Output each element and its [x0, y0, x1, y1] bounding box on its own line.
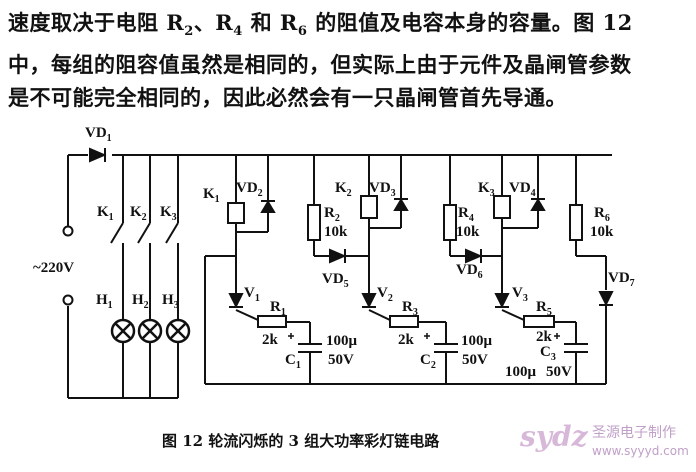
- resistor-r4: [443, 204, 457, 241]
- label-r1-value: 2k: [262, 332, 279, 348]
- ac-terminal: [62, 225, 74, 237]
- label-r3-value: 2k: [398, 332, 415, 348]
- label-vd1: VD1: [85, 125, 112, 144]
- label-r4-value: 10k: [456, 224, 480, 240]
- label-r5-value: 2k: [536, 329, 553, 345]
- label-r3: R3: [402, 299, 418, 318]
- label-relay-k1: K1: [203, 186, 220, 205]
- label-r6: R6: [594, 205, 610, 224]
- label-k3: K3: [160, 204, 177, 223]
- label-r6-value: 10k: [590, 224, 614, 240]
- lamp-h2: [137, 318, 163, 344]
- diode-vd1: [89, 147, 107, 163]
- label-c3-voltage: 50V: [546, 364, 572, 380]
- label-v1: V1: [244, 285, 260, 304]
- label-c1-value: 100μ: [326, 333, 358, 349]
- diode-vd3: [393, 198, 409, 211]
- resistor-r3: [389, 315, 419, 328]
- label-c2-voltage: 50V: [462, 352, 488, 368]
- ac-terminal: [62, 294, 74, 306]
- diode-vd5: [329, 248, 347, 264]
- label-v2: V2: [377, 285, 393, 304]
- label-relay-k2: K2: [335, 180, 352, 199]
- diode-vd2: [260, 200, 276, 213]
- label-vd4: VD4: [509, 180, 536, 199]
- paragraph-line-2: 中，每组的阻容值虽然是相同的，但实际上由于元件及晶闸管参数: [8, 52, 632, 78]
- label-r2: R2: [324, 205, 340, 224]
- label-vd6: VD6: [456, 262, 483, 281]
- label-vd3: VD3: [369, 180, 396, 199]
- resistor-r1: [257, 315, 287, 328]
- thyristor-v1: [228, 293, 244, 309]
- thyristor-v3: [494, 293, 510, 309]
- label-relay-k3: K3: [478, 180, 495, 199]
- label-ac-voltage: ~220V: [33, 260, 74, 276]
- resistor-r5: [523, 315, 555, 328]
- capacitor-polarity: [288, 333, 560, 339]
- label-c1: C1: [285, 352, 301, 371]
- label-v3: V3: [512, 285, 528, 304]
- paragraph-line-1: 速度取决于电阻 R2、R4 和 R6 的阻值及电容本身的容量。图 12: [8, 6, 692, 48]
- body-paragraph: 速度取决于电阻 R2、R4 和 R6 的阻值及电容本身的容量。图 12 中，每组…: [8, 6, 692, 114]
- relay-coil-k3: [493, 195, 511, 219]
- label-vd7: VD7: [608, 270, 635, 289]
- relay-coil-k2: [360, 195, 378, 219]
- relay-coil-k1: [227, 202, 245, 224]
- watermark: sydz 圣源电子制作 www.syyyd.com: [510, 414, 694, 470]
- resistor-r6: [569, 204, 583, 241]
- watermark-logo: sydz: [520, 420, 588, 453]
- label-c3-value: 100μ: [505, 364, 537, 380]
- label-vd5: VD5: [322, 271, 349, 290]
- label-h2: H2: [132, 292, 149, 311]
- thyristor-v2: [361, 293, 377, 309]
- diode-vd6: [465, 248, 483, 264]
- lamp-h1: [110, 318, 136, 344]
- paragraph-line-3: 是不可能完全相同的，因此必然会有一只晶闸管首先导通。: [8, 85, 567, 111]
- label-r2-value: 10k: [324, 224, 348, 240]
- label-c1-voltage: 50V: [328, 352, 354, 368]
- label-k1: K1: [97, 204, 114, 223]
- subscript: 4: [233, 24, 243, 40]
- label-c2-value: 100μ: [461, 333, 493, 349]
- diode-vd7: [598, 291, 614, 307]
- label-c3: C3: [540, 344, 556, 363]
- label-r5: R5: [536, 299, 552, 318]
- label-r1: R1: [270, 299, 286, 318]
- text-fragment: 和 R: [242, 10, 298, 35]
- label-h1: H1: [96, 292, 113, 311]
- label-r4: R4: [458, 205, 474, 224]
- figure-caption: 图 12 轮流闪烁的 3 组大功率彩灯链电路: [162, 432, 440, 450]
- label-vd2: VD2: [236, 180, 263, 199]
- lamp-h3: [165, 318, 191, 344]
- watermark-url: www.syyyd.com: [592, 444, 689, 458]
- subscript: 6: [297, 24, 308, 40]
- text-fragment: 、R: [193, 10, 234, 35]
- text-fragment: 速度取决于电阻 R: [8, 10, 185, 35]
- circuit-wires: [67, 154, 612, 399]
- label-h3: H3: [162, 292, 179, 311]
- diode-vd4: [530, 198, 546, 211]
- subscript: 2: [184, 24, 194, 40]
- text-fragment: 的阻值及电容本身的容量。图 12: [307, 10, 633, 35]
- resistor-r2: [307, 204, 321, 241]
- watermark-title: 圣源电子制作: [592, 425, 676, 441]
- label-k2: K2: [130, 204, 147, 223]
- label-c2: C2: [420, 352, 436, 371]
